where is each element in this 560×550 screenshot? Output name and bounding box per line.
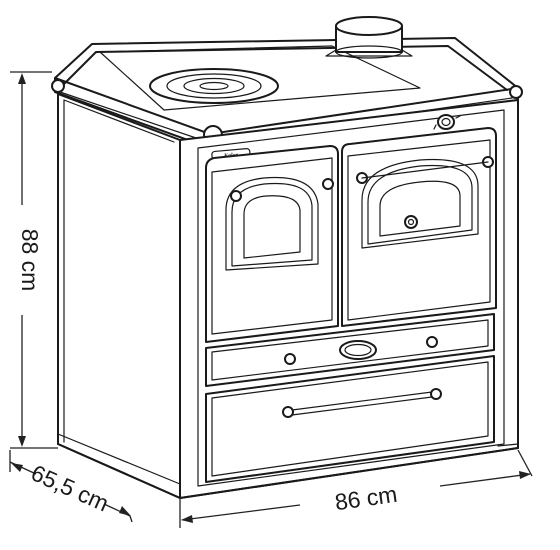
firebox-door (205, 145, 339, 343)
height-dimension: 88 cm (10, 71, 58, 449)
depth-label: 65,5 cm (27, 459, 112, 516)
hot-plate-rings (149, 68, 279, 104)
ash-drawer (205, 313, 495, 387)
width-label: 86 cm (333, 481, 399, 515)
oven-door (341, 127, 497, 327)
flue-pipe (325, 16, 413, 59)
bottom-drawer (205, 355, 495, 483)
control-knob (433, 114, 461, 130)
height-label: 88 cm (17, 229, 43, 292)
cooktop (51, 37, 523, 149)
